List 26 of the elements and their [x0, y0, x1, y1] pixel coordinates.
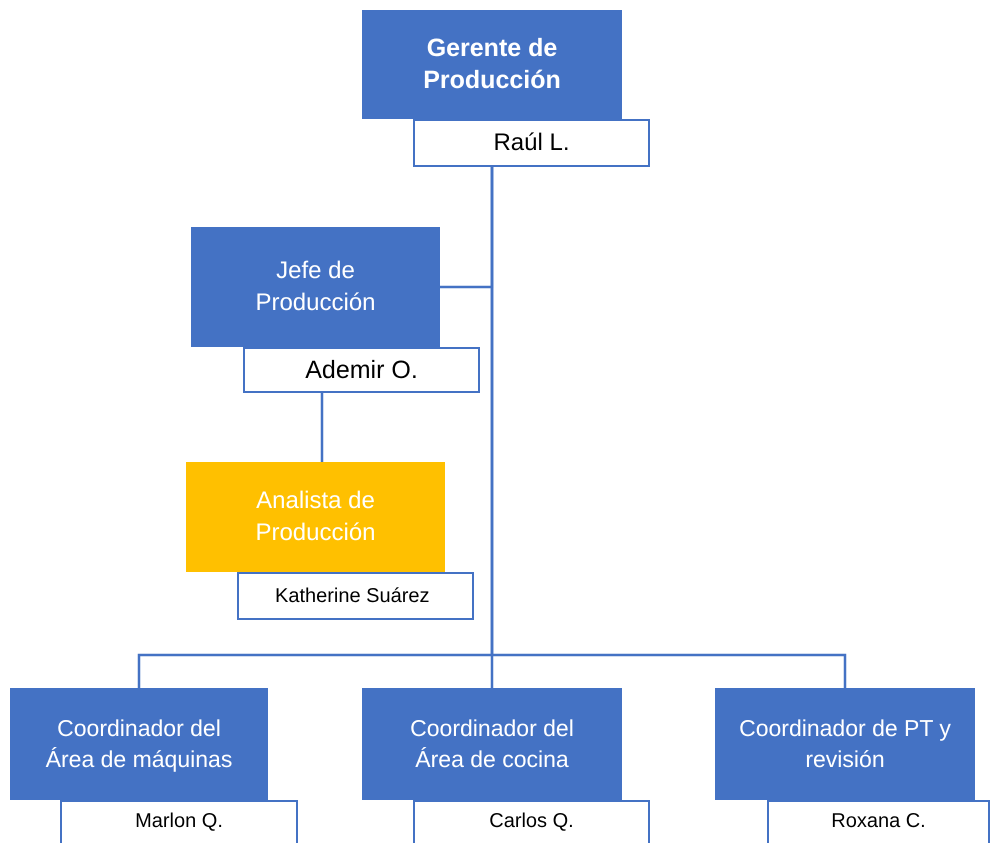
person-name: Roxana C.: [831, 810, 926, 832]
position-box-highlighted: [186, 462, 445, 572]
position-title: Coordinador del Área de máquinas: [44, 714, 234, 774]
person-name: Raúl L.: [493, 129, 570, 157]
connector-line: [320, 393, 324, 462]
position-box: [191, 227, 440, 347]
name-box: [767, 800, 990, 843]
name-box: [237, 572, 474, 620]
position-title: Jefe de Producción: [254, 256, 377, 318]
position-title: Coordinador de PT y revisión: [738, 714, 952, 774]
position-title: Coordinador del Área de cocina: [409, 714, 575, 774]
name-box: [243, 347, 480, 393]
person-name: Marlon Q.: [135, 810, 223, 832]
position-title: Gerente de Producción: [422, 33, 562, 96]
position-box: [715, 688, 975, 800]
person-name: Carlos Q.: [489, 810, 574, 832]
name-box: [413, 800, 650, 843]
name-box: [60, 800, 298, 843]
person-name: Katherine Suárez: [275, 584, 430, 608]
person-name: Ademir O.: [305, 356, 418, 384]
connector-line: [490, 167, 846, 688]
position-box: [10, 688, 268, 800]
position-box: [362, 10, 622, 119]
position-box: [362, 688, 622, 800]
position-title: Analista de Producción: [254, 486, 377, 548]
name-box: [413, 119, 650, 167]
